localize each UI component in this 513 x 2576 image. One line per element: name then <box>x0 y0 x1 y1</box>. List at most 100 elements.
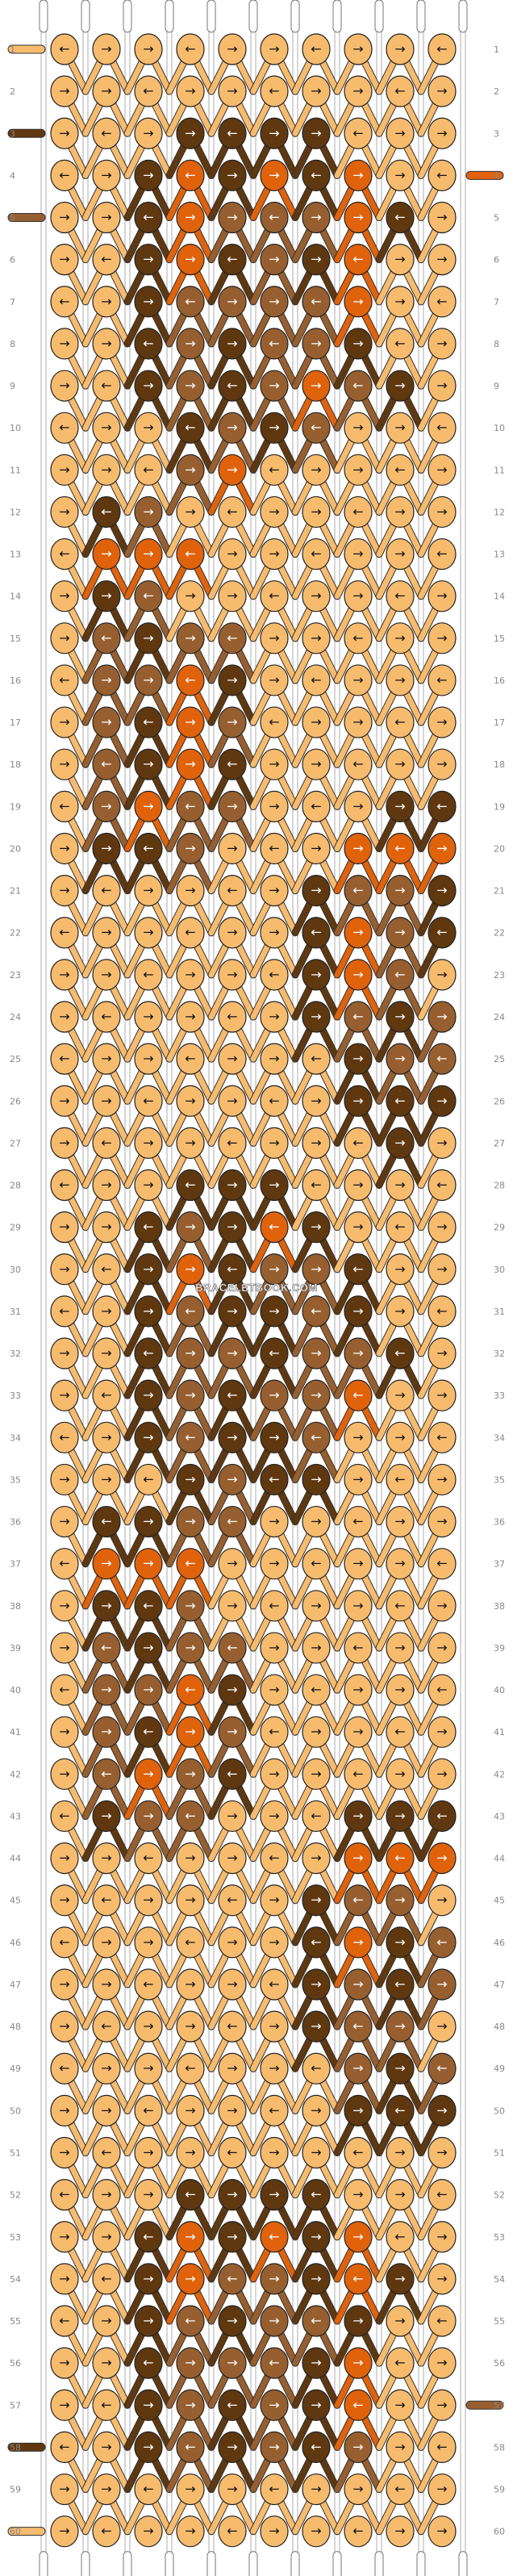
string-end <box>290 2551 300 2576</box>
arrow-right-icon: → <box>59 2271 69 2286</box>
arrow-left-icon: → <box>101 41 111 56</box>
arrow-right-icon: ← <box>227 2145 237 2160</box>
arrow-left-icon: ← <box>269 210 279 225</box>
arrow-right-icon: → <box>394 1387 405 1403</box>
row-number-left: 47 <box>10 1980 21 1990</box>
arrow-left-icon: ← <box>352 125 363 140</box>
arrow-right-icon: ← <box>394 1345 405 1361</box>
arrow-left-icon: → <box>101 1177 111 1193</box>
arrow-left-icon: → <box>436 1261 447 1277</box>
arrow-left-icon: → <box>269 2018 279 2034</box>
arrow-right-icon: → <box>143 252 153 267</box>
arrow-right-icon: → <box>311 1219 321 1235</box>
arrow-right-icon: → <box>59 2524 69 2539</box>
arrow-right-icon: ← <box>143 967 153 982</box>
arrow-right-icon: → <box>394 756 405 772</box>
arrow-left-icon: ← <box>185 2060 195 2076</box>
arrow-right-icon: → <box>311 83 321 98</box>
arrow-right-icon: ← <box>394 2482 405 2497</box>
arrow-right-icon: → <box>59 840 69 855</box>
arrow-left-icon: → <box>269 2397 279 2412</box>
arrow-left-icon: ← <box>185 420 195 435</box>
arrow-left-icon: ← <box>185 1177 195 1193</box>
row-number-right: 51 <box>494 2148 505 2159</box>
row-number-left: 45 <box>10 1896 21 1906</box>
arrow-right-icon: ← <box>59 1429 69 1445</box>
arrow-right-icon: → <box>143 925 153 940</box>
arrow-left-icon: → <box>101 2187 111 2202</box>
arrow-right-icon: ← <box>143 1471 153 1487</box>
arrow-right-icon: → <box>394 41 405 56</box>
arrow-right-icon: ← <box>143 1850 153 1866</box>
arrow-left-icon: → <box>185 1135 195 1150</box>
arrow-right-icon: → <box>143 420 153 435</box>
arrow-left-icon: → <box>269 2060 279 2076</box>
arrow-right-icon: ← <box>227 630 237 646</box>
row-number-left: 15 <box>10 634 21 644</box>
row-number-left: 13 <box>10 550 21 560</box>
arrow-left-icon: → <box>436 504 447 519</box>
arrow-left-icon: → <box>269 420 279 435</box>
arrow-left-icon: ← <box>269 588 279 604</box>
row-number-right: 36 <box>494 1517 505 1528</box>
string-end <box>123 2551 132 2576</box>
arrow-right-icon: ← <box>143 1093 153 1108</box>
arrow-right-icon: ← <box>59 1682 69 1697</box>
arrow-right-icon: → <box>394 1808 405 1823</box>
arrow-right-icon: → <box>311 2271 321 2286</box>
arrow-left-icon: ← <box>269 462 279 477</box>
arrow-right-icon: ← <box>394 1598 405 1613</box>
row-number-left: 60 <box>10 2527 21 2537</box>
arrow-left-icon: → <box>352 925 363 940</box>
arrow-left-icon: ← <box>436 1303 447 1319</box>
arrow-left-icon: → <box>185 125 195 140</box>
arrow-left-icon: ← <box>269 1598 279 1613</box>
arrow-left-icon: → <box>352 1093 363 1108</box>
arrow-right-icon: ← <box>227 504 237 519</box>
arrow-left-icon: → <box>185 252 195 267</box>
arrow-left-icon: → <box>436 1976 447 1992</box>
arrow-right-icon: → <box>394 1514 405 1529</box>
arrow-right-icon: → <box>143 1135 153 1150</box>
arrow-right-icon: → <box>311 1598 321 1613</box>
arrow-left-icon: → <box>185 1640 195 1655</box>
row-number-left: 26 <box>10 1096 21 1106</box>
arrow-left-icon: → <box>352 2439 363 2454</box>
arrow-left-icon: → <box>101 83 111 98</box>
arrow-right-icon: → <box>59 1009 69 1024</box>
arrow-left-icon: → <box>269 2271 279 2286</box>
row-number-left: 20 <box>10 843 21 854</box>
arrow-right-icon: → <box>143 2439 153 2454</box>
arrow-right-icon: → <box>311 1387 321 1403</box>
arrow-left-icon: ← <box>436 2187 447 2202</box>
arrow-left-icon: → <box>436 2145 447 2160</box>
row-number-left: 52 <box>10 2190 21 2201</box>
arrow-left-icon: → <box>352 2229 363 2244</box>
arrow-left-icon: → <box>185 210 195 225</box>
arrow-right-icon: → <box>59 1514 69 1529</box>
arrow-left-icon: → <box>185 378 195 393</box>
arrow-right-icon: ← <box>59 41 69 56</box>
arrow-right-icon: → <box>394 167 405 182</box>
arrow-right-icon: → <box>59 2355 69 2370</box>
arrow-left-icon: → <box>436 714 447 730</box>
arrow-right-icon: → <box>311 1261 321 1277</box>
row-number-right: 34 <box>494 1432 505 1443</box>
arrow-left-icon: ← <box>436 167 447 182</box>
arrow-right-icon: → <box>394 2271 405 2286</box>
arrow-right-icon: ← <box>227 2018 237 2034</box>
arrow-right-icon: → <box>59 2397 69 2412</box>
row-number-right: 42 <box>494 1769 505 1779</box>
arrow-left-icon: ← <box>352 883 363 898</box>
arrow-right-icon: → <box>394 1177 405 1193</box>
arrow-right-icon: → <box>394 1429 405 1445</box>
arrow-right-icon: ← <box>227 1766 237 1781</box>
arrow-right-icon: → <box>311 336 321 351</box>
arrow-left-icon: → <box>352 2355 363 2370</box>
arrow-right-icon: → <box>311 1471 321 1487</box>
arrow-left-icon: ← <box>185 546 195 562</box>
arrow-right-icon: → <box>311 2355 321 2370</box>
arrow-right-icon: → <box>59 1471 69 1487</box>
arrow-right-icon: ← <box>311 546 321 562</box>
arrow-left-icon: ← <box>436 1556 447 1571</box>
